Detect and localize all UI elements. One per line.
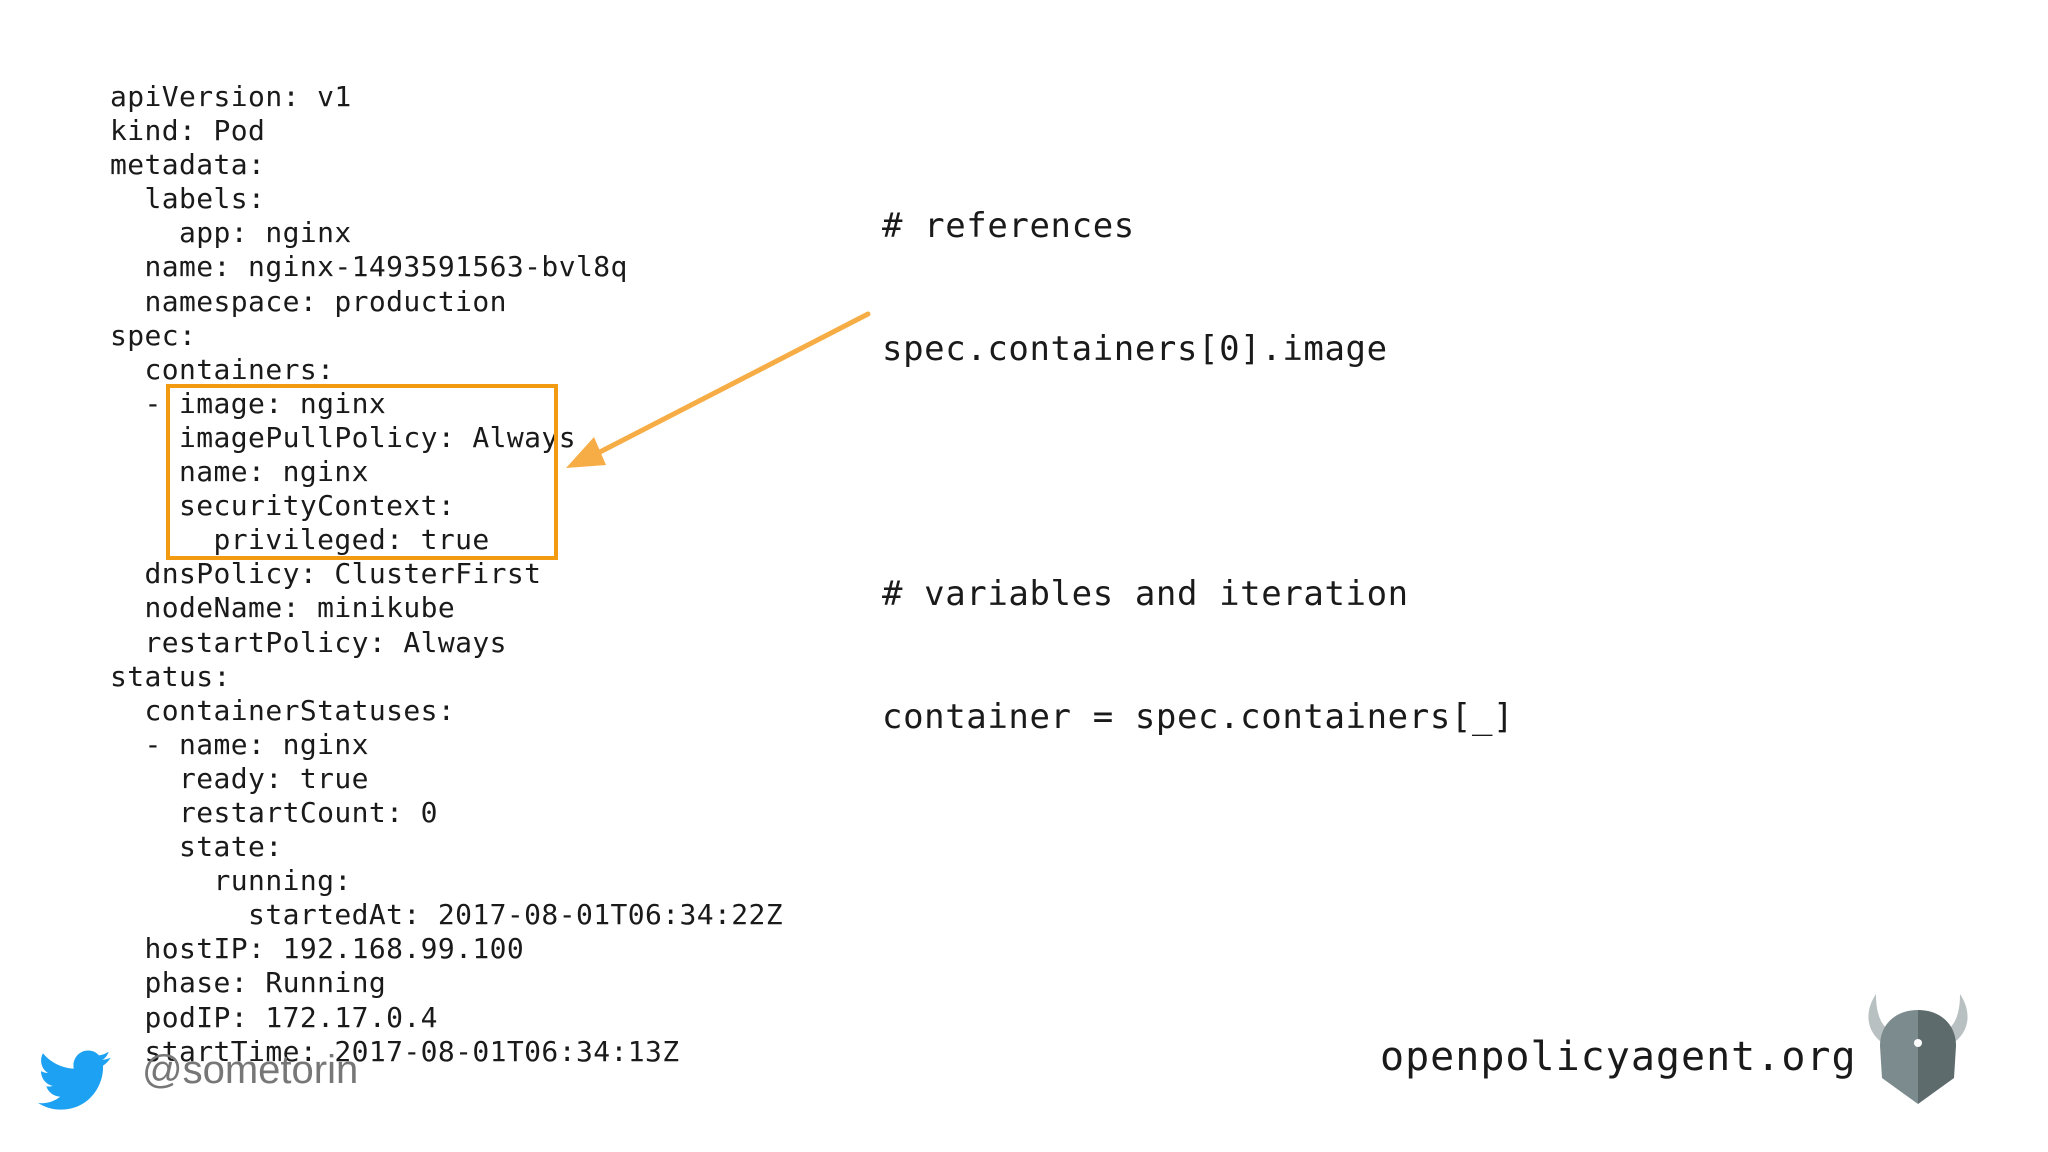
yaml-line: app: nginx [110,216,352,250]
references-code: spec.containers[0].image [882,329,1388,369]
rego-annotations: # references spec.containers[0].image # … [882,124,1514,820]
helmet-right [1918,1010,1956,1104]
references-comment: # references [882,206,1135,246]
twitter-bird-icon [38,1050,111,1110]
yaml-line: name: nginx [110,455,369,489]
yaml-line: ready: true [110,761,369,795]
yaml-line: running: [110,864,352,898]
container-highlight-box [166,384,558,560]
yaml-line: dnsPolicy: ClusterFirst [110,557,542,591]
yaml-line: metadata: [110,148,266,182]
yaml-line: nodeName: minikube [110,591,456,625]
yaml-line: name: nginx-1493591563-bvl8q [110,250,628,284]
yaml-line: spec: [110,318,197,352]
yaml-line: startTime: 2017-08-01T06:34:13Z [110,1034,680,1068]
opa-viking-helmet-logo-icon [1868,994,1968,1104]
yaml-line: securityContext: [110,489,456,523]
yaml-line: imagePullPolicy: Always [110,420,576,454]
helmet-left [1880,1010,1918,1104]
yaml-line: startedAt: 2017-08-01T06:34:22Z [110,898,784,932]
yaml-line: kind: Pod [110,114,266,148]
yaml-line: restartPolicy: Always [110,625,507,659]
yaml-line: podIP: 172.17.0.4 [110,1000,438,1034]
yaml-line: containerStatuses: [110,693,456,727]
yaml-line: containers: [110,352,335,386]
yaml-line: apiVersion: v1 [110,80,352,113]
yaml-line: namespace: production [110,284,507,318]
helmet-eye [1914,1039,1922,1047]
yaml-line: - image: nginx [110,386,387,420]
annotation-spacer [882,452,1514,492]
yaml-line: restartCount: 0 [110,795,438,829]
yaml-line: status: [110,659,231,693]
iteration-comment: # variables and iteration [882,574,1409,614]
yaml-line: labels: [110,182,266,216]
site-url: openpolicyagent.org [1380,1034,1857,1080]
yaml-line: privileged: true [110,523,490,557]
yaml-line: phase: Running [110,966,387,1000]
yaml-line: - name: nginx [110,727,369,761]
yaml-line: state: [110,830,283,864]
yaml-line: hostIP: 192.168.99.100 [110,932,525,966]
iteration-code: container = spec.containers[_] [882,697,1515,737]
twitter-handle: @sometorin [142,1048,359,1092]
